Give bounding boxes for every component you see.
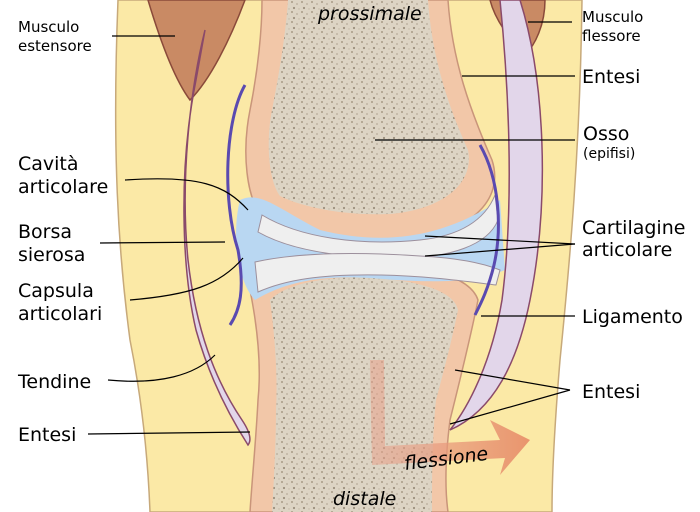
leader-tendine [107, 354, 216, 382]
leader-capsula [129, 257, 244, 301]
capsule-right [473, 144, 500, 316]
label-capsula-1: Capsula [18, 280, 94, 302]
label-entesi-top: Entesi [582, 66, 640, 88]
label-borsa-1: Borsa [18, 221, 72, 243]
label-muscolo-flessore-2: flessore [582, 27, 641, 45]
label-osso: Osso [583, 123, 629, 145]
extensor-muscle [147, 0, 246, 102]
label-entesi-mid: Entesi [582, 381, 640, 403]
tendon-right [449, 0, 544, 431]
leader-cartilagine-b [424, 243, 576, 257]
leader-entesi-bottom [87, 431, 251, 435]
label-prossimale: prossimale [317, 3, 422, 25]
label-ligamento: Ligamento [582, 306, 683, 328]
label-entesi-bottom: Entesi [18, 424, 76, 446]
label-capsula-2: articolari [18, 303, 102, 325]
distal-cartilage [254, 253, 501, 293]
leader-cavita [124, 178, 249, 211]
leader-entesi-mid-a [454, 369, 571, 391]
label-tendine: Tendine [17, 371, 91, 393]
label-muscolo-flessore-1: Musculo [582, 8, 643, 26]
label-distale: distale [333, 488, 396, 510]
label-osso-sub: (epifisi) [583, 146, 635, 162]
tendon-left [183, 29, 251, 447]
label-muscolo-estensore-1: Musculo [18, 18, 79, 36]
distal-epiphysis-spongy [270, 277, 458, 512]
label-cavita-1: Cavità [18, 153, 79, 175]
label-muscolo-estensore-2: estensore [18, 37, 92, 55]
capsule-left [226, 84, 247, 326]
leader-entesi-mid-b [449, 389, 571, 425]
leader-cartilagine-a [424, 235, 576, 245]
leader-borsa [99, 241, 226, 244]
label-cartilagine-2: articolare [582, 239, 672, 261]
label-cavita-2: articolare [18, 176, 108, 198]
flexion-arrow [370, 360, 530, 475]
label-borsa-2: sierosa [18, 244, 85, 266]
label-cartilagine-1: Cartilagine [582, 217, 685, 239]
proximal-epiphysis-spongy [268, 0, 469, 215]
